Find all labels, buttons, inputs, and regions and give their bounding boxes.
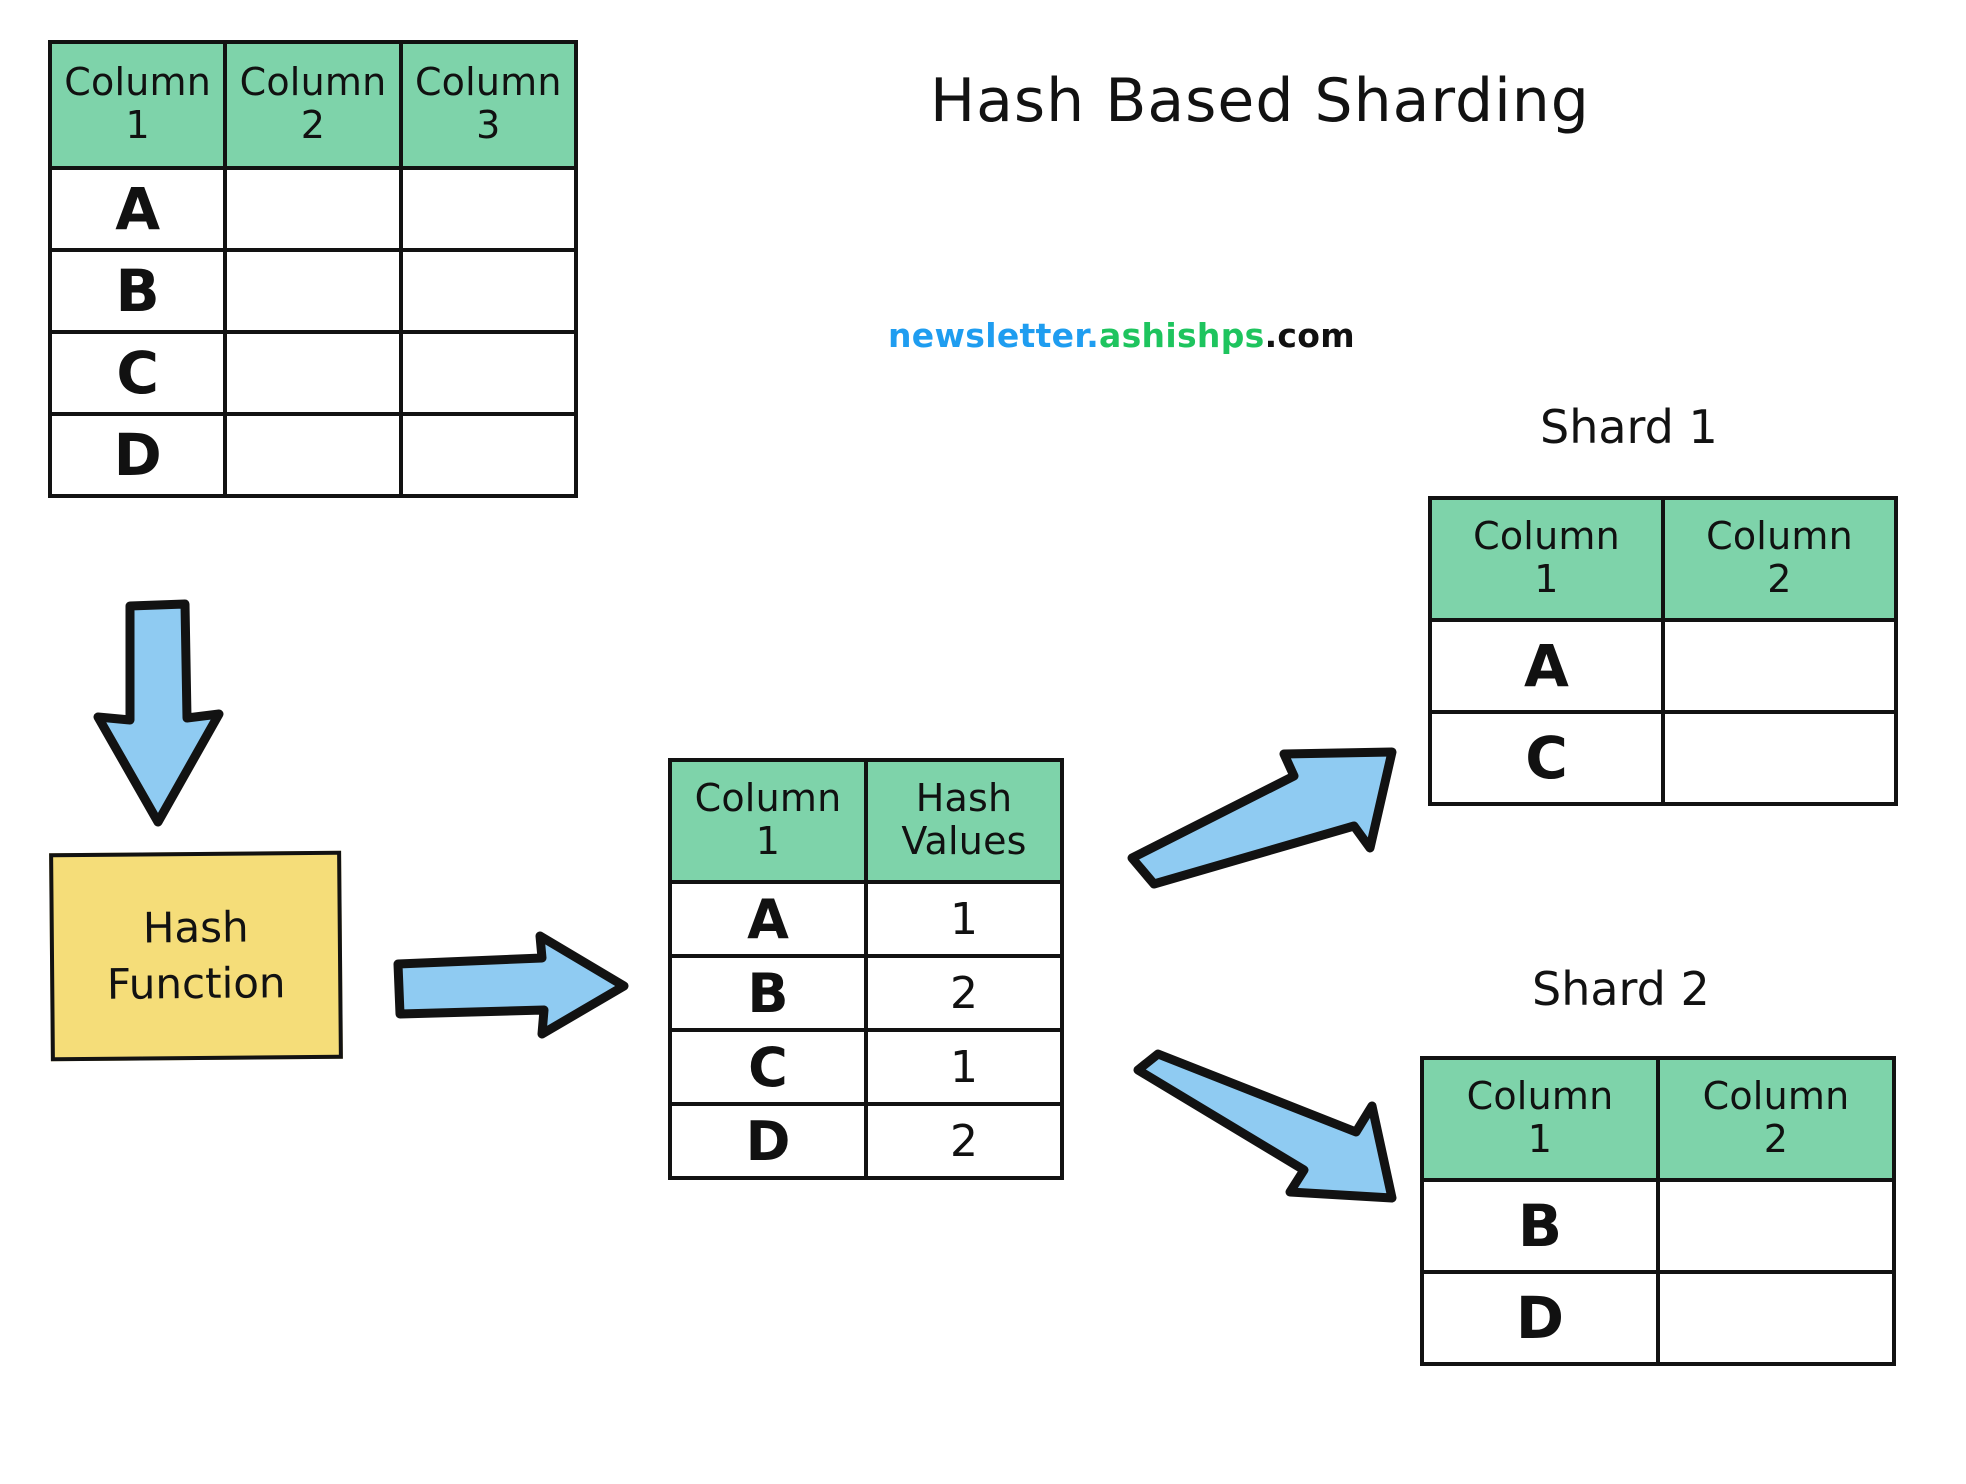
table-row: D (47, 412, 579, 498)
table-header-row: Column 1 Hash Values (668, 758, 1064, 884)
arrow-source-to-hash-function (88, 599, 228, 830)
hash-cell-key-3: D (668, 1102, 868, 1180)
arrow-hash-table-to-shard1 (1124, 740, 1404, 890)
source-cell-r0c2 (398, 166, 579, 252)
header-text-line1: Column (1702, 1074, 1850, 1119)
hash-cell-value-2: 1 (864, 1028, 1064, 1106)
hash-function-label-line2: Function (106, 958, 286, 1009)
shard2-cell-r1c1 (1656, 1270, 1896, 1366)
shard2-title: Shard 2 (1532, 962, 1710, 1016)
source-cell-r2c2 (398, 330, 579, 416)
shard1-cell-r0c1 (1661, 618, 1898, 714)
hash-cell-value-1: 2 (864, 954, 1064, 1032)
header-text-line2: 1 (125, 103, 150, 147)
source-table: Column 1 Column 2 Column 3 A B C (47, 40, 579, 498)
source-cell-r0c1 (223, 166, 403, 252)
table-header-row: Column 1 Column 2 (1420, 1056, 1896, 1182)
header-text-line1: Column (64, 60, 212, 105)
header-text-line2: 2 (1763, 1117, 1789, 1161)
hash-cell-value-3: 2 (864, 1102, 1064, 1180)
header-text-line2: Values (901, 819, 1027, 863)
source-cell-r2c0: C (47, 330, 228, 416)
header-text-line2: 1 (1534, 557, 1559, 601)
shard2-table: Column 1 Column 2 B D (1420, 1056, 1896, 1366)
source-header-column-3: Column 3 (398, 40, 579, 170)
shard2-header-column-2: Column 2 (1656, 1056, 1896, 1182)
header-text-line2: 2 (300, 103, 326, 147)
watermark-part-newsletter: newsletter (888, 316, 1087, 355)
header-text-line2: 1 (1527, 1117, 1553, 1161)
shard2-cell-r0c1 (1656, 1178, 1896, 1274)
shard1-table: Column 1 Column 2 A C (1428, 496, 1898, 806)
hash-cell-value-0: 1 (864, 880, 1064, 958)
shard1-cell-r1c1 (1661, 710, 1898, 806)
source-cell-r3c0: D (47, 412, 228, 498)
table-row: D (1420, 1270, 1896, 1366)
hash-header-hash-values: Hash Values (864, 758, 1064, 884)
hash-function-label-line1: Hash (142, 902, 249, 953)
shard1-header-column-1: Column 1 (1428, 496, 1665, 622)
watermark-part-com: .com (1264, 316, 1355, 355)
source-cell-r1c2 (398, 248, 579, 334)
header-text-line1: Column (1706, 514, 1853, 559)
hash-cell-key-1: B (668, 954, 868, 1032)
source-cell-r1c0: B (47, 248, 228, 334)
header-text-line2: 1 (755, 819, 781, 863)
source-header-column-1: Column 1 (47, 40, 228, 170)
hash-function-box: Hash Function (49, 850, 343, 1062)
header-text-line1: Column (694, 776, 842, 821)
source-cell-r1c1 (223, 248, 403, 334)
table-row: D 2 (668, 1102, 1064, 1180)
source-header-column-2: Column 2 (223, 40, 403, 170)
table-row: B (1420, 1178, 1896, 1274)
shard1-title: Shard 1 (1540, 400, 1718, 454)
hash-header-column-1: Column 1 (668, 758, 868, 884)
header-text-line2: 2 (1767, 557, 1792, 601)
table-row: C 1 (668, 1028, 1064, 1106)
hash-values-table: Column 1 Hash Values A 1 B 2 C 1 D 2 (668, 758, 1064, 1180)
table-row: C (1428, 710, 1898, 806)
table-row: B 2 (668, 954, 1064, 1032)
shard2-cell-r0c0: B (1420, 1178, 1660, 1274)
table-row: B (47, 248, 579, 334)
source-cell-r2c1 (223, 330, 403, 416)
page-title: Hash Based Sharding (930, 66, 1590, 136)
shard1-cell-r0c0: A (1428, 618, 1665, 714)
table-row: A 1 (668, 880, 1064, 958)
shard1-header-column-2: Column 2 (1661, 496, 1898, 622)
table-row: C (47, 330, 579, 416)
source-cell-r0c0: A (47, 166, 228, 252)
shard1-cell-r1c0: C (1428, 710, 1665, 806)
hash-cell-key-0: A (668, 880, 868, 958)
shard2-cell-r1c0: D (1420, 1270, 1660, 1366)
source-cell-r3c2 (398, 412, 579, 498)
table-header-row: Column 1 Column 2 Column 3 (47, 40, 579, 170)
table-row: A (1428, 618, 1898, 714)
header-text-line1: Hash (915, 776, 1013, 821)
watermark-part-ashishps: ashishps (1099, 316, 1265, 355)
watermark: newsletter.ashishps.com (888, 316, 1355, 355)
header-text-line1: Column (414, 60, 562, 105)
watermark-dot: . (1086, 316, 1100, 355)
header-text-line1: Column (239, 60, 387, 105)
source-cell-r3c1 (223, 412, 403, 498)
shard2-header-column-1: Column 1 (1420, 1056, 1660, 1182)
header-text-line1: Column (1466, 1074, 1614, 1119)
hash-cell-key-2: C (668, 1028, 868, 1106)
table-header-row: Column 1 Column 2 (1428, 496, 1898, 622)
header-text-line2: 3 (476, 103, 501, 147)
arrow-hash-table-to-shard2 (1124, 1048, 1404, 1208)
arrow-hash-function-to-hash-table (392, 928, 632, 1048)
header-text-line1: Column (1473, 514, 1620, 559)
table-row: A (47, 166, 579, 252)
